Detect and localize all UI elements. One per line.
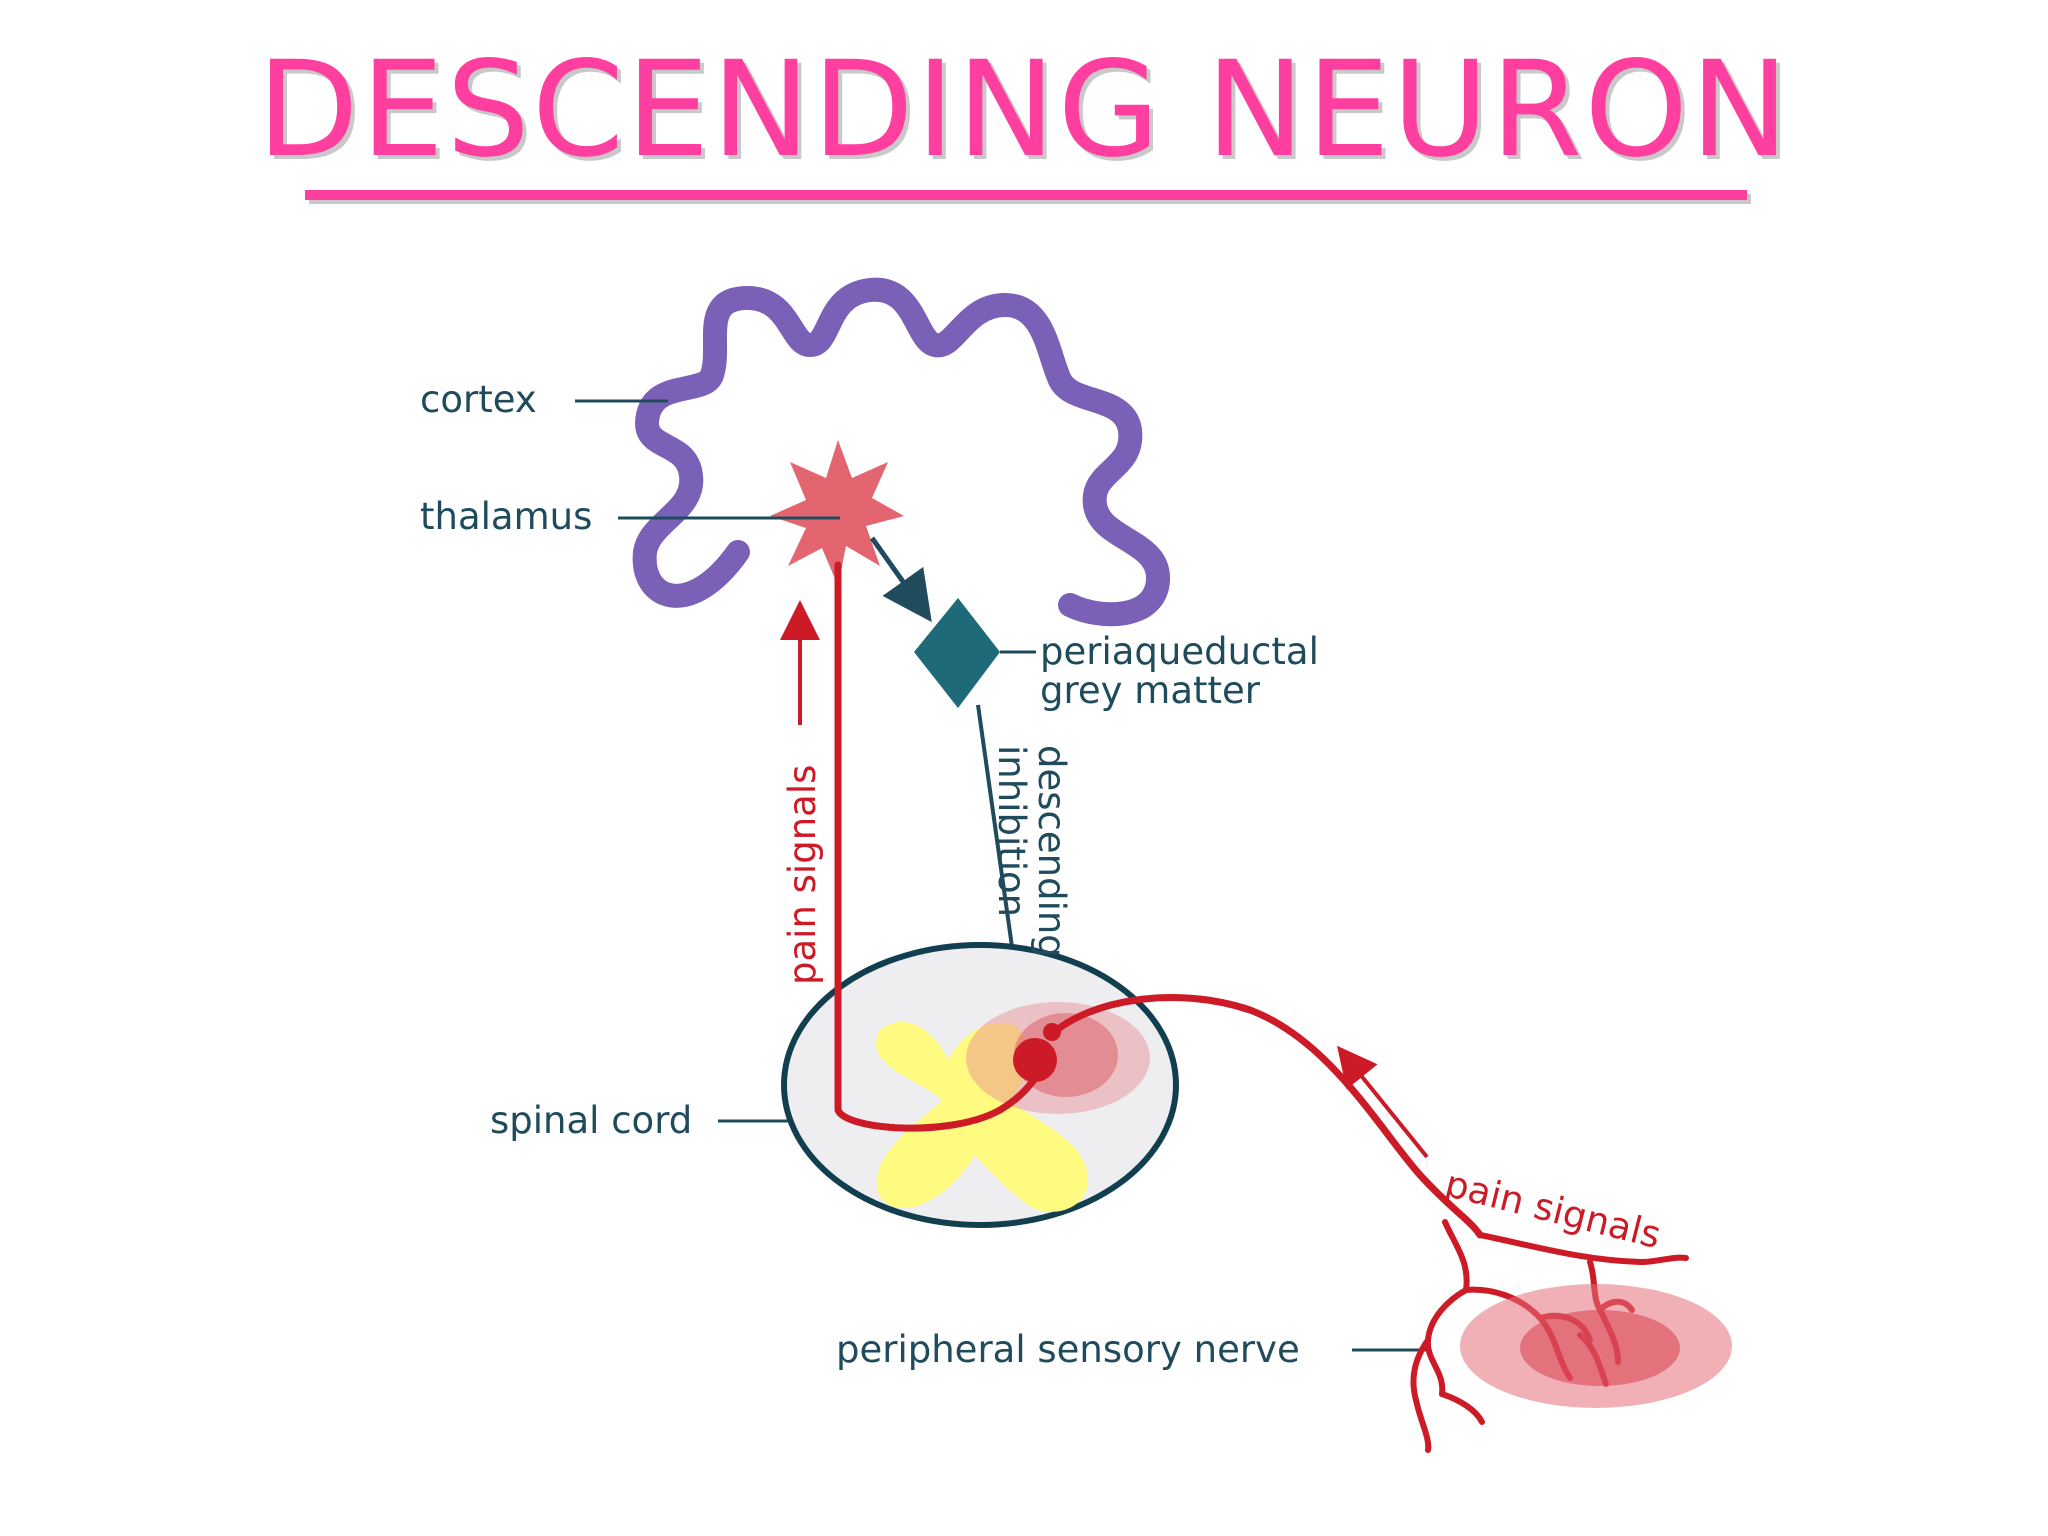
- injury-site-core: [1520, 1310, 1680, 1386]
- pag-label-line1: periaqueductal: [1040, 630, 1319, 673]
- pag-label-line2: grey matter: [1040, 669, 1261, 712]
- spinal-cord-label: spinal cord: [490, 1099, 692, 1142]
- dorsal-horn-halo: [966, 1002, 1150, 1114]
- pain-signals-label-vertical: pain signals: [781, 765, 824, 985]
- title-underline: [305, 190, 1747, 200]
- cortex-outline: [632, 277, 1170, 627]
- thalamus-to-pag-arrow: [869, 536, 932, 623]
- thalamus-label: thalamus: [420, 495, 592, 538]
- descending-label-line2: inhibition: [990, 745, 1033, 917]
- cortex-label: cortex: [420, 378, 537, 421]
- peripheral-nerve-label: peripheral sensory nerve: [836, 1328, 1300, 1371]
- pag-diamond: [914, 598, 1000, 708]
- peripheral-nerve: [1048, 994, 1484, 1239]
- thalamus-star: [770, 440, 904, 586]
- descending-label-line1: descending: [1030, 745, 1073, 958]
- synapse: [1013, 1038, 1057, 1082]
- pain-signals-label-diagonal: pain signals: [1441, 1162, 1665, 1257]
- pain-signal-arrow-diagonal: [1336, 1045, 1429, 1159]
- slide-title: DESCENDING NEURON: [257, 33, 1791, 187]
